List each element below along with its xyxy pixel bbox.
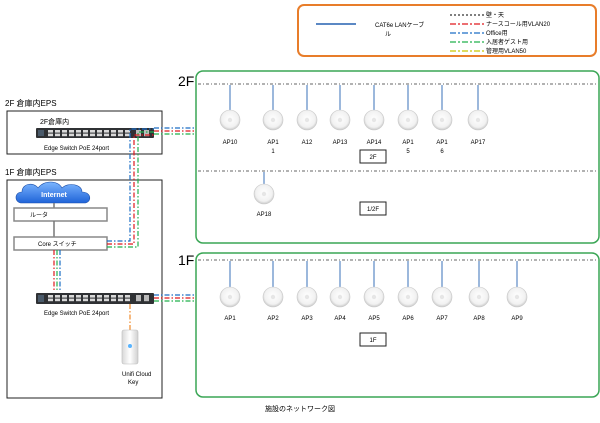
access-point-label: AP1 xyxy=(224,316,236,322)
switch-2f-label: Edge Switch PoE 24port xyxy=(44,146,109,152)
access-point-label: 5 xyxy=(406,149,410,155)
tag-2f-box xyxy=(359,149,387,164)
legend-item-label: ナースコール用VLAN20 xyxy=(486,21,551,28)
trunk-1f xyxy=(154,294,196,302)
access-point-label: 6 xyxy=(440,149,444,155)
switch-1f xyxy=(36,293,154,304)
tag-2f: 2F xyxy=(369,155,376,161)
core-switch-label: Core スイッチ xyxy=(38,241,77,248)
legend: CAT6e LANケーブ ル 壁・天ナースコール用VLAN20Office用入居… xyxy=(297,4,597,57)
tag-1f-box xyxy=(359,332,387,347)
ap-group-1f: AP1 AP2 AP3 AP4 AP5 AP6 AP7 AP8 AP9 xyxy=(219,261,528,322)
ap-group-2f: AP10 AP1 1 A12 AP13 AP14 AP1 5 AP1 6 AP17 xyxy=(219,85,489,155)
access-point-label: AP2 xyxy=(267,316,279,322)
unifi-cloud-key-icon xyxy=(121,329,139,365)
switch-2f xyxy=(36,128,154,138)
access-point-label: AP18 xyxy=(257,212,272,218)
tag-1f: 1F xyxy=(369,338,376,344)
floor-2f-frame xyxy=(195,70,600,244)
access-point-label: AP5 xyxy=(368,316,380,322)
ap-group-2f-lower: AP18 xyxy=(253,172,275,218)
router-box xyxy=(13,207,108,222)
legend-item-label: 壁・天 xyxy=(486,11,504,19)
tag-1-2f: 1/2F xyxy=(367,207,379,213)
legend-item-label: 入居者ゲスト用 xyxy=(486,38,528,46)
legend-frame xyxy=(297,4,597,57)
access-point-label: AP7 xyxy=(436,316,448,322)
router-label: ルータ xyxy=(30,211,48,219)
access-point-label: AP14 xyxy=(367,140,382,146)
internet-label: Internet xyxy=(41,192,67,199)
access-point-label: AP10 xyxy=(223,140,238,146)
eps-2f-inner-title: 2F倉庫内 xyxy=(40,117,69,126)
legend-item-label: Office用 xyxy=(486,30,508,37)
switch-1f-label: Edge Switch PoE 24port xyxy=(44,311,109,317)
access-point-label: AP13 xyxy=(333,140,348,146)
legend-cable-label-2: ル xyxy=(385,32,391,38)
tag-1-2f-box xyxy=(359,201,387,216)
floor-1f-frame xyxy=(195,252,600,398)
legend-item-label: 管理用VLAN50 xyxy=(486,47,527,55)
access-point-label: A12 xyxy=(302,140,313,146)
eps-2f-title: 2F 倉庫内EPS xyxy=(5,98,57,108)
access-point-label: AP8 xyxy=(473,316,485,322)
access-point-label: AP4 xyxy=(334,316,346,322)
eps-1f-title: 1F 倉庫内EPS xyxy=(5,167,57,177)
access-point-label: AP1 xyxy=(436,140,448,146)
internet-cloud-icon: Internet xyxy=(15,181,91,204)
access-point-label: AP3 xyxy=(301,316,313,322)
access-point-label: AP1 xyxy=(267,140,279,146)
floor-2f-label: 2F xyxy=(178,73,194,89)
cloud-key-label-2: Key xyxy=(128,380,138,386)
cloud-key-label: Unifi Cloud xyxy=(122,372,151,378)
diagram-caption: 施設のネットワーク図 xyxy=(265,404,335,413)
access-point-label: AP1 xyxy=(402,140,414,146)
access-point-label: 1 xyxy=(271,149,275,155)
access-point-label: AP17 xyxy=(471,140,486,146)
access-point-label: AP9 xyxy=(511,316,523,322)
access-point-label: AP6 xyxy=(402,316,414,322)
legend-cable-label: CAT6e LANケーブ xyxy=(375,21,424,29)
trunk-2f xyxy=(154,127,196,135)
floor-1f-label: 1F xyxy=(178,252,194,268)
